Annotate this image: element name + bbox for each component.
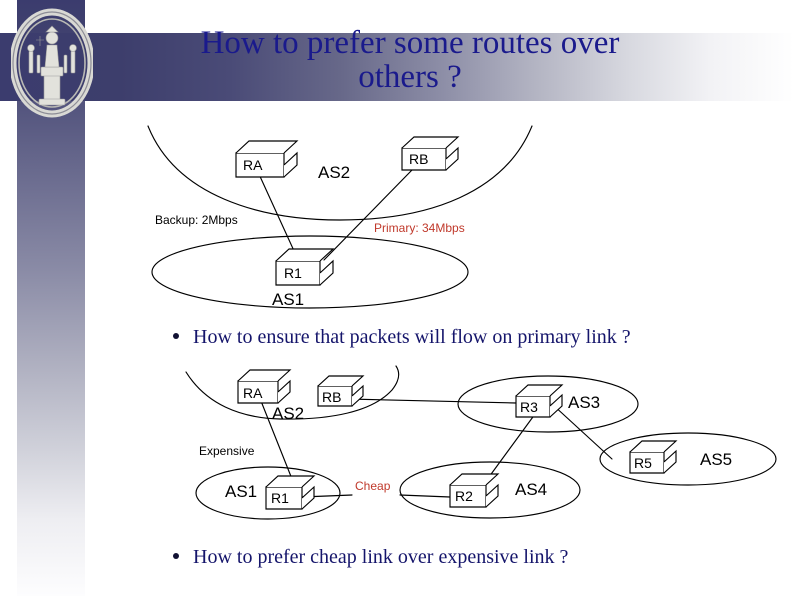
cloud-label-as1-bottom: AS1: [225, 482, 258, 501]
router-label-ra-bottom: RA: [243, 385, 263, 401]
router-label-r2: R2: [455, 488, 473, 504]
router-label-r1-top: R1: [284, 265, 302, 281]
router-label-rb-bottom: RB: [322, 389, 342, 405]
cloud-label-as2-bottom: AS2: [272, 404, 305, 423]
bullet-item-1: How to ensure that packets will flow on …: [173, 326, 631, 349]
bullet-item-2: How to prefer cheap link over expensive …: [173, 546, 568, 569]
link-label-primary: Primary: 34Mbps: [374, 221, 465, 235]
router-label-r3: R3: [520, 399, 538, 415]
title-line-2: others ?: [358, 59, 462, 95]
bullet-text-2: How to prefer cheap link over expensive …: [193, 546, 569, 568]
university-seal-icon: [11, 8, 93, 118]
cloud-label-as2-top: AS2: [318, 163, 351, 182]
link-label-backup: Backup: 2Mbps: [155, 213, 238, 227]
page-title: How to prefer some routes over others ?: [110, 26, 710, 94]
title-line-1: How to prefer some routes over: [200, 25, 620, 61]
bullet-dot-icon: [173, 333, 179, 339]
router-label-r1-bottom: R1: [271, 490, 289, 506]
link-label-cheap: Cheap: [355, 479, 391, 493]
router-label-rb-top: RB: [409, 151, 429, 167]
header-accent-band: [0, 33, 794, 101]
link-label-expensive: Expensive: [199, 444, 255, 458]
cloud-label-as1-top: AS1: [272, 290, 305, 309]
cloud-label-as4: AS4: [515, 480, 548, 499]
router-label-r5: R5: [634, 455, 652, 471]
cloud-label-as5: AS5: [700, 450, 733, 469]
router-label-ra-top: RA: [243, 157, 263, 173]
bullet-text-1: How to ensure that packets will flow on …: [193, 326, 631, 348]
cloud-label-as3: AS3: [568, 393, 601, 412]
bullet-dot-icon: [173, 553, 179, 559]
